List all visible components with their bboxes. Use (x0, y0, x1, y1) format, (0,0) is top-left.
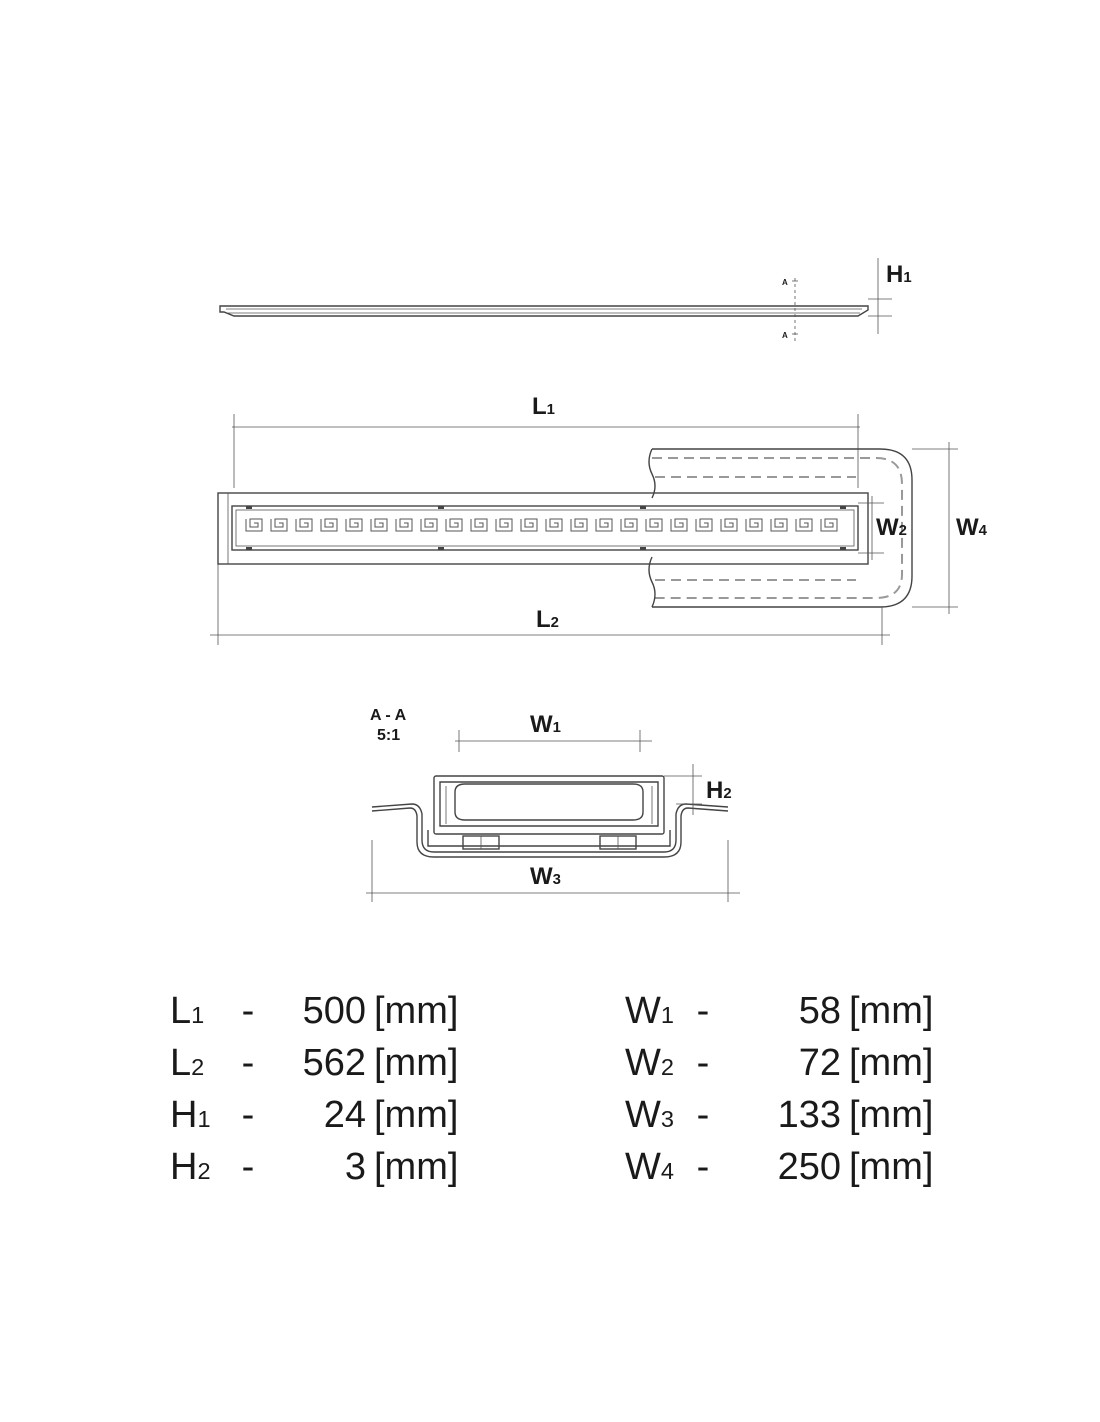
greek-key-motif (545, 518, 563, 532)
greek-key-motif (295, 518, 313, 532)
w4-dimension: W4 (912, 442, 988, 614)
greek-key-motif (345, 518, 363, 532)
section-title: A - A (370, 707, 407, 724)
spec-row: L2 - 562 [mm] (170, 1042, 458, 1094)
section-view: A - A 5:1 W1 (366, 707, 740, 902)
greek-key-motif (270, 518, 288, 532)
l2-dimension: L2 (210, 564, 890, 645)
w2-dimension: W2 (858, 496, 907, 560)
w2-label: W2 (876, 514, 907, 541)
spec-row: H2 - 3 [mm] (170, 1146, 458, 1198)
h2-label: H2 (706, 777, 732, 804)
greek-key-motif (770, 518, 788, 532)
technical-drawing: A A H1 L1 (210, 258, 988, 902)
greek-key-motif (620, 518, 638, 532)
spec-unit: [mm] (849, 1146, 934, 1188)
greek-key-motif (245, 518, 263, 532)
section-profile (371, 775, 729, 858)
greek-key-motif (470, 518, 488, 532)
section-marker-bottom: A (782, 331, 788, 340)
greek-key-motif (670, 518, 688, 532)
spec-row: W2 - 72 [mm] (625, 1042, 933, 1094)
top-view: L1 (210, 393, 988, 645)
spec-row: W1 - 58 [mm] (625, 990, 933, 1042)
greek-key-motif (395, 518, 413, 532)
section-line-a: A A (782, 278, 798, 342)
greek-key-motif (745, 518, 763, 532)
spec-dash: - (696, 990, 710, 1032)
w1-label: W1 (530, 711, 561, 738)
spec-value: 24 (323, 1094, 366, 1136)
spec-row: L1 - 500 [mm] (170, 990, 458, 1042)
spec-value: 3 (344, 1146, 366, 1188)
spec-unit: [mm] (849, 1042, 934, 1084)
side-view: A A H1 (219, 258, 912, 342)
side-view-profile (219, 305, 869, 317)
l1-dimension: L1 (232, 393, 860, 488)
spec-dash: - (241, 990, 255, 1032)
greek-key-motif (420, 518, 438, 532)
spec-unit: [mm] (849, 1094, 934, 1136)
greek-key-motif (570, 518, 588, 532)
spec-unit: [mm] (374, 990, 459, 1032)
spec-dash: - (696, 1146, 710, 1188)
spec-value: 133 (777, 1094, 841, 1136)
spec-unit: [mm] (374, 1094, 459, 1136)
greek-key-motif (695, 518, 713, 532)
greek-key-motif (795, 518, 813, 532)
spec-value: 562 (302, 1042, 366, 1084)
spec-row: W4 - 250 [mm] (625, 1146, 933, 1198)
spec-label: W1 (625, 990, 674, 1032)
spec-label: W3 (625, 1094, 674, 1136)
drain-flange (217, 492, 869, 565)
spec-row: W3 - 133 [mm] (625, 1094, 933, 1146)
greek-key-motif (720, 518, 738, 532)
spec-dash: - (696, 1094, 710, 1136)
l1-label: L1 (532, 393, 555, 420)
section-scale: 5:1 (377, 727, 400, 744)
spec-label: W4 (625, 1146, 674, 1188)
h1-dimension: H1 (868, 258, 912, 334)
greek-key-motif (320, 518, 338, 532)
l2-label: L2 (536, 606, 559, 633)
spec-unit: [mm] (849, 990, 934, 1032)
spec-unit: [mm] (374, 1146, 459, 1188)
h2-dimension: H2 (664, 764, 732, 815)
spec-dash: - (241, 1042, 255, 1084)
greek-key-motif (595, 518, 613, 532)
spec-value: 58 (798, 990, 841, 1032)
spec-dash: - (241, 1094, 255, 1136)
spec-unit: [mm] (374, 1042, 459, 1084)
spec-dash: - (241, 1146, 255, 1188)
h1-label: H1 (886, 261, 912, 288)
w1-dimension: W1 (455, 711, 652, 752)
greek-key-motif (495, 518, 513, 532)
spec-row: H1 - 24 [mm] (170, 1094, 458, 1146)
spec-table-left: L1 - 500 [mm] L2 - 562 [mm] H1 - 24 [mm]… (170, 990, 458, 1198)
greek-key-motif (445, 518, 463, 532)
spec-label: W2 (625, 1042, 674, 1084)
spec-label: H1 (170, 1094, 211, 1136)
greek-key-motif (645, 518, 663, 532)
spec-table-right: W1 - 58 [mm] W2 - 72 [mm] W3 - 133 [mm] … (625, 990, 933, 1198)
greek-key-motif (820, 518, 838, 532)
spec-label: L2 (170, 1042, 205, 1084)
w3-label: W3 (530, 863, 561, 890)
section-marker-top: A (782, 278, 788, 287)
drain-channel (217, 492, 869, 565)
spec-label: L1 (170, 990, 205, 1032)
spec-value: 72 (798, 1042, 841, 1084)
spec-dash: - (696, 1042, 710, 1084)
greek-key-motif (520, 518, 538, 532)
spec-value: 250 (777, 1146, 841, 1188)
spec-value: 500 (302, 990, 366, 1032)
grate-greek-key-pattern (245, 518, 838, 532)
floor-cutout (648, 448, 913, 608)
w3-dimension: W3 (366, 840, 740, 902)
greek-key-motif (370, 518, 388, 532)
w4-label: W4 (956, 514, 988, 541)
spec-label: H2 (170, 1146, 211, 1188)
